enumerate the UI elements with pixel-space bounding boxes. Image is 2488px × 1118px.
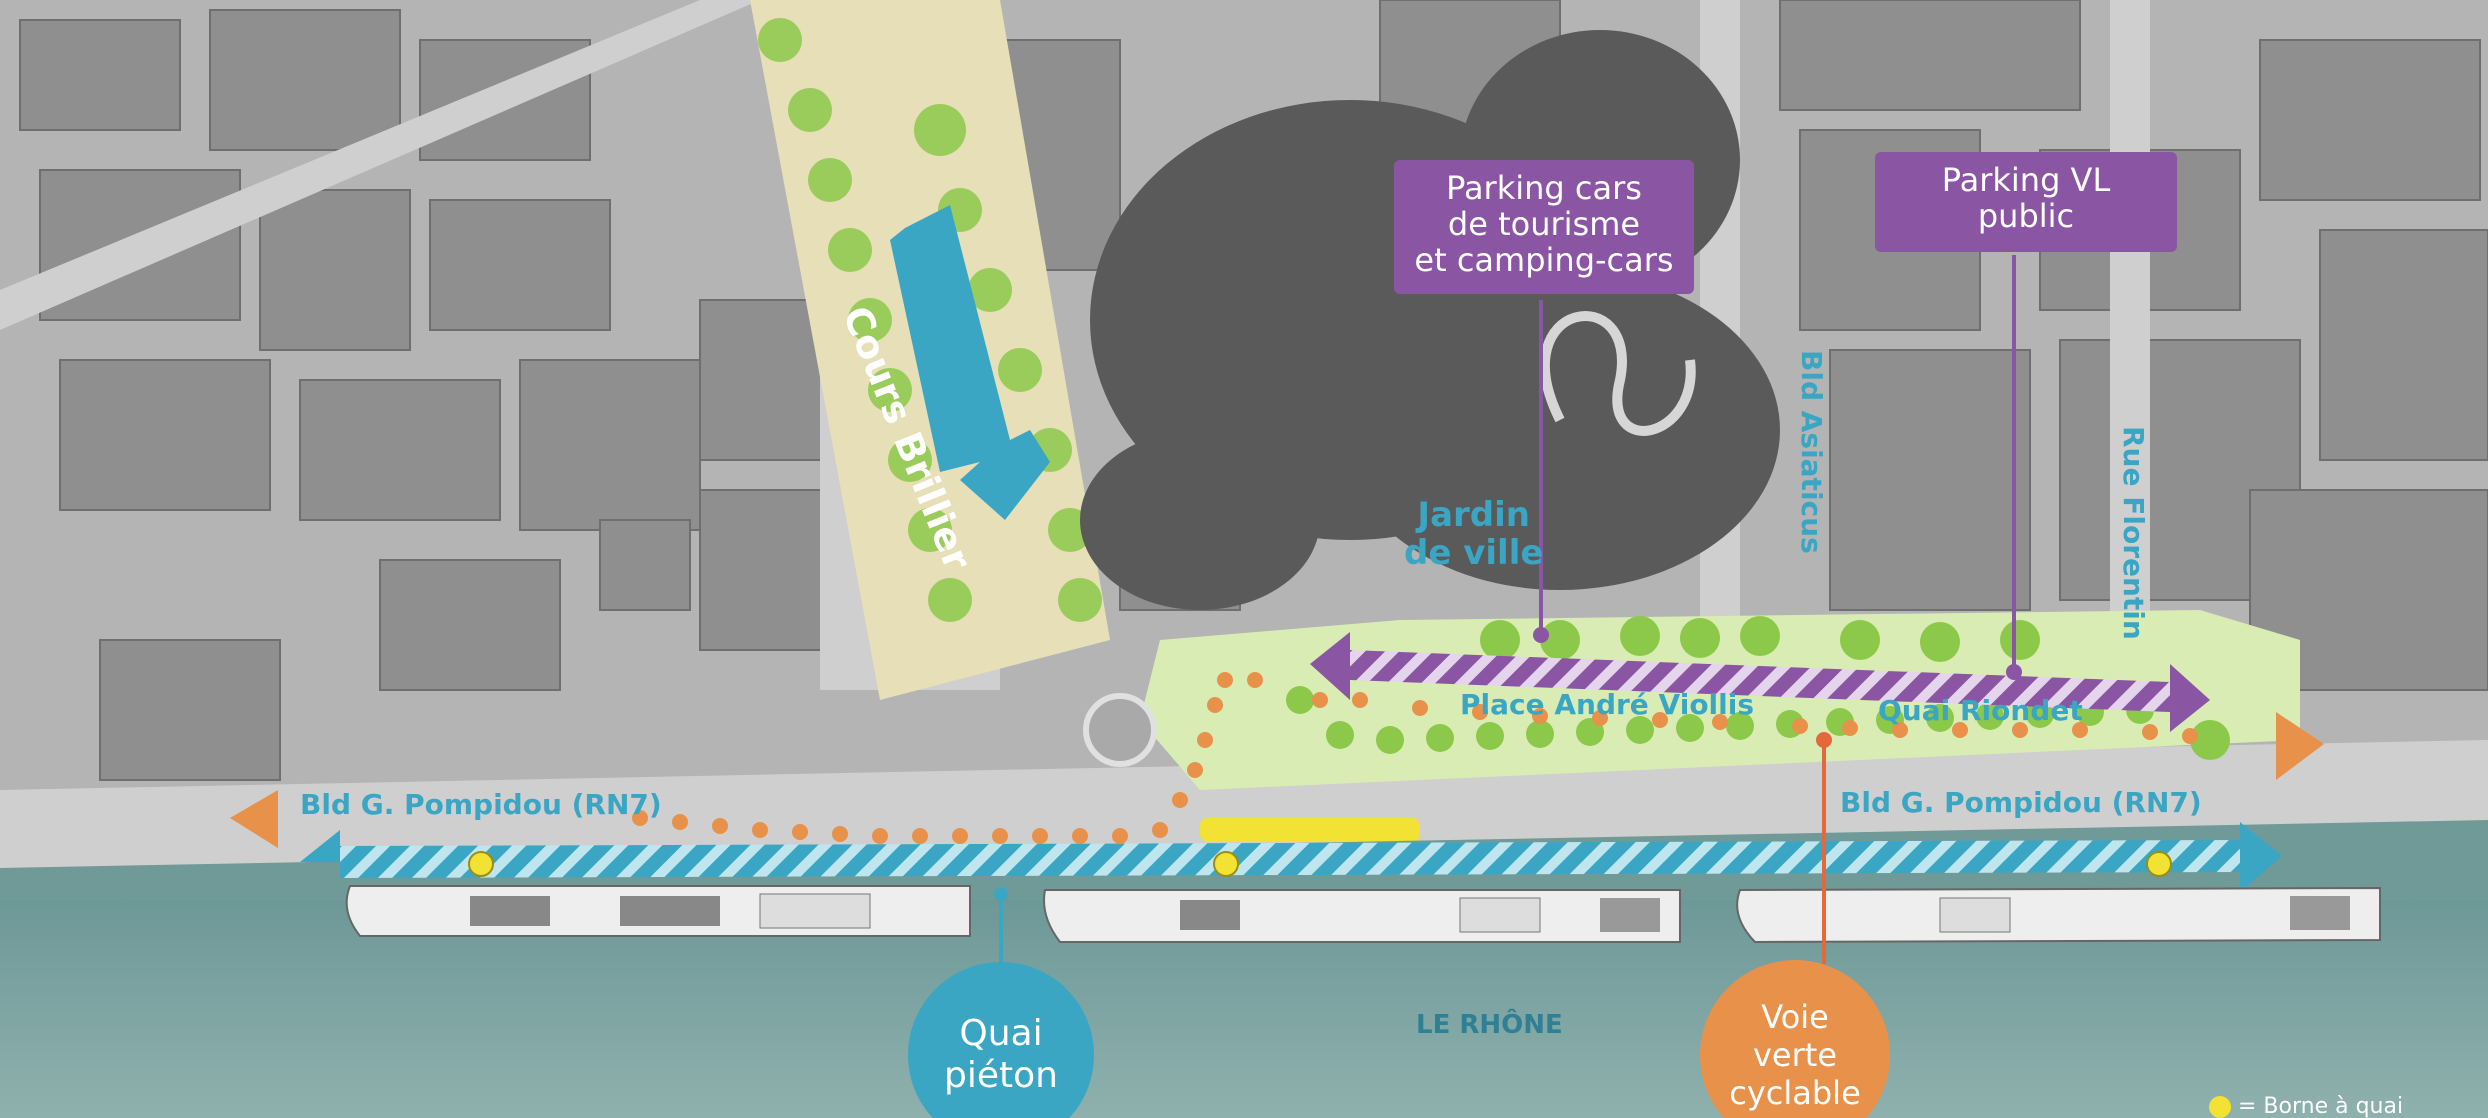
- quai-pieton-arrow-right: [2240, 822, 2282, 892]
- voie-verte-line-2: verte: [1752, 1036, 1837, 1074]
- legend-borne-dot: [2209, 1096, 2231, 1118]
- roundabout: [1083, 693, 1157, 767]
- cours-brillier-arrow: [890, 205, 1050, 520]
- parking-arrow-right: [2170, 664, 2210, 732]
- parking-cars-line-3: et camping-cars: [1414, 241, 1674, 279]
- bornes-a-quai: [468, 851, 2172, 877]
- voie-verte-dots: [632, 672, 2198, 844]
- boat-1: [345, 885, 971, 937]
- parking-arrow-left: [1310, 632, 1350, 700]
- boat-2: [1043, 889, 1681, 943]
- quai-pieton-arrow-left: [300, 830, 340, 895]
- parking-vl-callout: Parking VL public: [1875, 152, 2177, 252]
- parking-vl-line-2: public: [1977, 197, 2075, 235]
- parking-cars-line-1: Parking cars: [1446, 169, 1642, 207]
- boats: [345, 885, 2381, 944]
- parking-band: [1350, 650, 2170, 712]
- voie-verte-callout: Voie verte cyclable: [1700, 960, 1890, 1118]
- parking-vl-line-1: Parking VL: [1941, 161, 2111, 199]
- yellow-zone: [1200, 818, 1420, 842]
- quai-pieton-callout: Quai piéton: [908, 962, 1094, 1118]
- place-andre-viollis-label: Place André Viollis: [1460, 688, 1755, 721]
- parking-cars-line-2: de tourisme: [1447, 205, 1641, 243]
- rue-florentin-label: Rue Florentin: [2117, 426, 2150, 640]
- quai-pieton-band: [340, 840, 2240, 878]
- garden-path: [1540, 311, 1696, 436]
- voie-verte-line-3: cyclable: [1729, 1074, 1861, 1112]
- quai-pieton-line-1: Quai: [959, 1013, 1043, 1054]
- jardin-de-ville-label: Jardin de ville: [1404, 496, 1543, 572]
- bld-asiaticus-label: Bld Asiaticus: [1795, 350, 1828, 554]
- voie-verte-line-1: Voie: [1761, 998, 1829, 1036]
- le-rhone-label: LE RHÔNE: [1416, 1010, 1563, 1040]
- jardin-line-2: de ville: [1404, 533, 1544, 573]
- jardin-line-1: Jardin: [1417, 495, 1530, 535]
- boat-3: [1736, 886, 2381, 944]
- legend-borne-a-quai: = Borne à quai: [2238, 1094, 2404, 1118]
- cours-brillier-trees: [758, 18, 1102, 622]
- quai-pieton-line-2: piéton: [944, 1055, 1058, 1096]
- parking-cars-callout: Parking cars de tourisme et camping-cars: [1394, 160, 1694, 294]
- quai-riondet-label: Quai Riondet: [1878, 694, 2083, 727]
- voie-verte-arrow-left: [230, 790, 278, 848]
- voie-verte-arrow-right: [2276, 712, 2324, 780]
- bld-pompidou-left-label: Bld G. Pompidou (RN7): [300, 788, 662, 821]
- bld-pompidou-right-label: Bld G. Pompidou (RN7): [1840, 786, 2202, 819]
